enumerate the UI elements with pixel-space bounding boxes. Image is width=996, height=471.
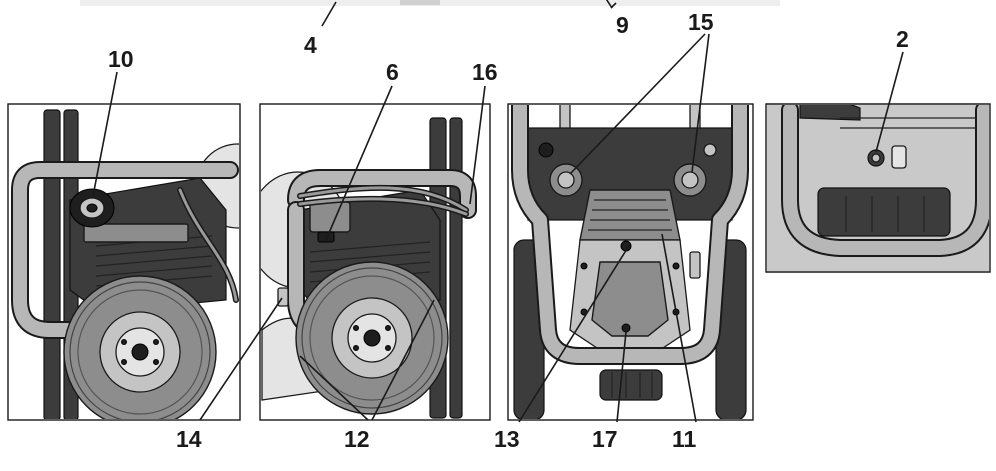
- pump-fins: [588, 199, 672, 231]
- callout-16: 16: [472, 59, 498, 85]
- fuel-cap-knob: [69, 188, 115, 228]
- callout-17: 17: [592, 426, 618, 452]
- wheel-left: [63, 275, 217, 419]
- leader-lines: [92, 0, 904, 423]
- callout-12: 12: [344, 426, 370, 452]
- panel-left-side-view: [7, 103, 241, 421]
- callout-2: 2: [896, 26, 909, 52]
- callout-labels: 4 9 15 2 10 6 16 14 12 13 17 11: [108, 9, 909, 452]
- wheel-right: [295, 261, 449, 415]
- callout-9: 9: [616, 12, 629, 38]
- callout-4: 4: [304, 32, 317, 58]
- knob-left: [549, 163, 583, 197]
- panel-rear-view: [507, 103, 754, 421]
- callout-14: 14: [176, 426, 202, 452]
- panel-detail-view: [765, 103, 991, 273]
- callout-11: 11: [672, 426, 697, 452]
- callout-10: 10: [108, 46, 134, 72]
- callout-6: 6: [386, 59, 399, 85]
- knob-right: [673, 163, 707, 197]
- top-strip-remnant: [80, 0, 780, 6]
- engine-cooling-fins: [95, 235, 213, 287]
- callout-13: 13: [494, 426, 520, 452]
- callout-15: 15: [688, 9, 714, 35]
- panel-right-side-view: [259, 103, 491, 421]
- valve-fitting: [867, 145, 907, 169]
